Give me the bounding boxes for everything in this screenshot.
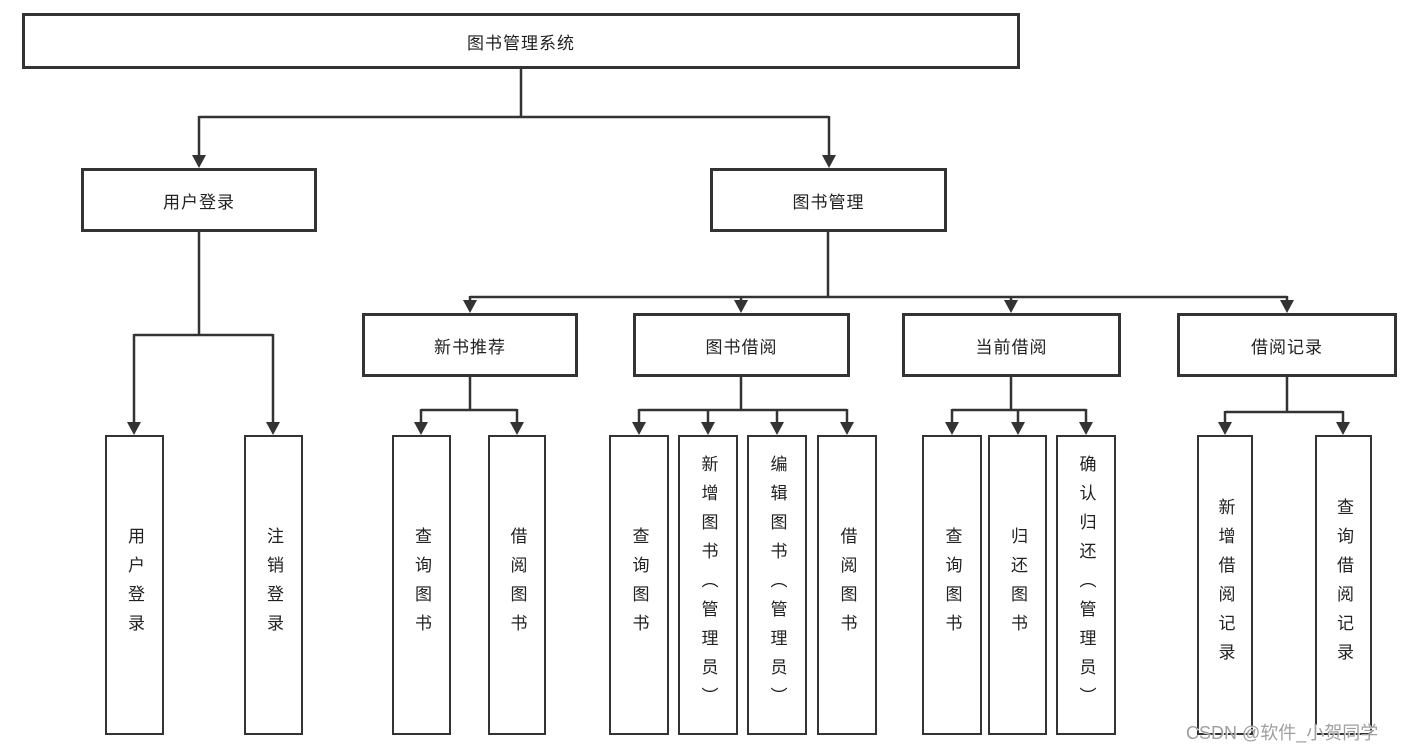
node-edit-books-admin: 编辑图书（管理员） — [747, 435, 807, 735]
node-label: 图书管理系统 — [467, 33, 575, 53]
connector-line — [132, 232, 275, 423]
arrow-down-icon — [127, 422, 141, 435]
node-borrow-books: 借阅图书 — [817, 435, 877, 735]
arrow-down-icon — [945, 422, 959, 435]
arrow-down-icon — [192, 155, 206, 168]
node-query-books-recommend: 查询图书 — [392, 435, 451, 735]
arrow-down-icon — [414, 422, 428, 435]
connector-line — [950, 377, 1088, 423]
node-label: 归还图书 — [1008, 527, 1027, 643]
node-query-books-current: 查询图书 — [922, 435, 982, 735]
node-label: 新增图书（管理员） — [698, 454, 718, 716]
node-label: 查询图书 — [412, 527, 431, 643]
node-confirm-return-admin: 确认归还（管理员） — [1056, 435, 1116, 735]
node-add-books-admin: 新增图书（管理员） — [678, 435, 738, 735]
node-user-login-action: 用户登录 — [105, 435, 164, 735]
node-label: 图书管理 — [792, 192, 865, 212]
watermark: CSDN @软件_小贺同学 — [1186, 723, 1379, 743]
arrow-down-icon — [1218, 422, 1232, 435]
node-new-book-recommend: 新书推荐 — [362, 313, 578, 377]
arrow-down-icon — [734, 300, 748, 313]
node-label: 借阅图书 — [507, 527, 527, 643]
connector-line — [637, 377, 849, 423]
arrow-down-icon — [770, 422, 784, 435]
node-book-borrowing: 图书借阅 — [633, 313, 850, 377]
arrow-down-icon — [1011, 422, 1025, 435]
node-label: 确认归还（管理员） — [1076, 454, 1096, 716]
node-label: 用户登录 — [163, 192, 235, 212]
arrow-down-icon — [463, 300, 477, 313]
node-label: 新增借阅记录 — [1215, 498, 1235, 672]
node-label: 用户登录 — [125, 527, 144, 643]
node-add-borrow-record: 新增借阅记录 — [1197, 435, 1253, 735]
node-label: 查询借阅记录 — [1334, 498, 1353, 672]
node-query-books-borrowing: 查询图书 — [609, 435, 669, 735]
node-current-borrowing: 当前借阅 — [902, 313, 1121, 377]
node-label: 借阅图书 — [837, 527, 857, 643]
connector-line — [1223, 377, 1345, 423]
node-label: 当前借阅 — [975, 337, 1048, 357]
arrow-down-icon — [266, 422, 280, 435]
node-borrow-books-recommend: 借阅图书 — [488, 435, 546, 735]
arrow-down-icon — [1004, 300, 1018, 313]
connector-line — [468, 232, 1289, 301]
arrow-down-icon — [1280, 300, 1294, 313]
node-label: 借阅记录 — [1251, 337, 1323, 357]
arrow-down-icon — [822, 155, 836, 168]
node-label: 编辑图书（管理员） — [767, 454, 787, 716]
node-label: 图书借阅 — [705, 337, 778, 357]
arrow-down-icon — [840, 422, 854, 435]
node-user-login: 用户登录 — [81, 168, 317, 232]
node-book-management: 图书管理 — [710, 168, 947, 232]
connector-line — [197, 69, 831, 156]
node-return-books: 归还图书 — [988, 435, 1047, 735]
arrow-down-icon — [510, 422, 524, 435]
node-label: 查询图书 — [629, 527, 649, 643]
node-borrow-records: 借阅记录 — [1177, 313, 1397, 377]
arrow-down-icon — [1079, 422, 1093, 435]
node-query-borrow-record: 查询借阅记录 — [1315, 435, 1372, 735]
node-library-system: 图书管理系统 — [22, 13, 1020, 69]
node-label: 新书推荐 — [434, 337, 506, 357]
arrow-down-icon — [1336, 422, 1350, 435]
node-label: 查询图书 — [942, 527, 962, 643]
arrow-down-icon — [632, 422, 646, 435]
node-logout-action: 注销登录 — [244, 435, 303, 735]
node-label: 注销登录 — [264, 527, 283, 643]
connector-line — [419, 377, 519, 423]
arrow-down-icon — [701, 422, 715, 435]
